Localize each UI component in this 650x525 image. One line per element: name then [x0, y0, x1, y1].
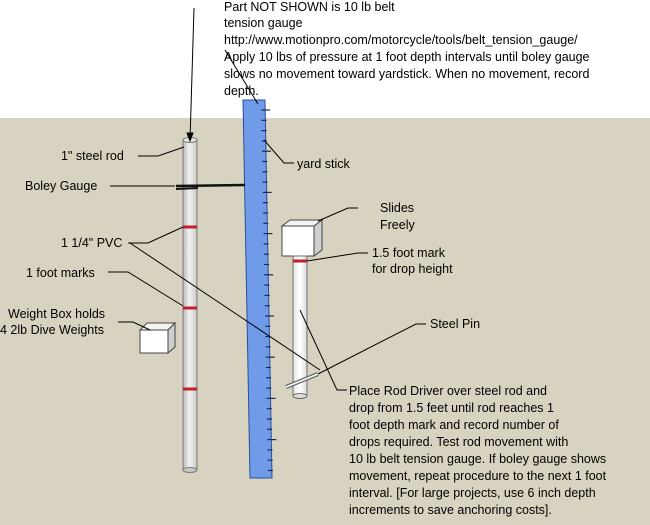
label-steel-pin: Steel Pin: [430, 317, 481, 331]
steel-pin: [285, 372, 319, 389]
label-slides-1: Slides: [380, 201, 415, 215]
ground-plane: [0, 118, 650, 525]
instruction-line-5: 10 lb belt tension gauge. If boley gauge…: [349, 452, 607, 466]
label-pvc: 1 1/4" PVC: [61, 236, 123, 250]
instruction-line-7: interval. [For large projects, use 6 inc…: [349, 486, 596, 500]
label-boley-gauge: Boley Gauge: [25, 179, 98, 193]
label-steel-rod: 1" steel rod: [61, 149, 124, 163]
note-line-4: Apply 10 lbs of pressure at 1 foot depth…: [224, 50, 590, 64]
rod-driver: [280, 219, 324, 399]
instruction-line-6: movement, repeat procedure to the next 1…: [349, 469, 607, 483]
label-weight-box-2: 4 2lb Dive Weights: [0, 323, 104, 337]
yard-stick: [242, 99, 277, 479]
label-slides-2: Freely: [380, 218, 415, 232]
instruction-line-4: drops required. Test rod movement with: [349, 435, 569, 449]
note-url: http://www.motionpro.com/motorcycle/tool…: [224, 33, 578, 47]
note-line-6: depth.: [224, 84, 259, 98]
instruction-line-2: drop from 1.5 feet until rod reaches 1: [349, 401, 554, 415]
instruction-line-1: Place Rod Driver over steel rod and: [349, 384, 548, 398]
weight-box: [138, 321, 177, 355]
note-line-2: tension gauge: [224, 16, 303, 30]
boley-gauge: [175, 183, 246, 190]
instruction-line-3: foot depth mark and record number of: [349, 418, 559, 432]
note-line-1: Part NOT SHOWN is 10 lb belt: [224, 0, 395, 14]
label-mark-2: for drop height: [372, 262, 453, 276]
label-mark-1: 1.5 foot mark: [372, 246, 445, 260]
note-line-5: slows no movement toward yardstick. When…: [224, 67, 590, 81]
label-foot-marks: 1 foot marks: [26, 266, 95, 280]
instruction-line-8: increments to save anchoring costs].: [349, 503, 552, 517]
label-weight-box-1: Weight Box holds: [8, 307, 106, 321]
leader-lines: [108, 7, 426, 391]
label-yard-stick: yard stick: [297, 157, 350, 171]
